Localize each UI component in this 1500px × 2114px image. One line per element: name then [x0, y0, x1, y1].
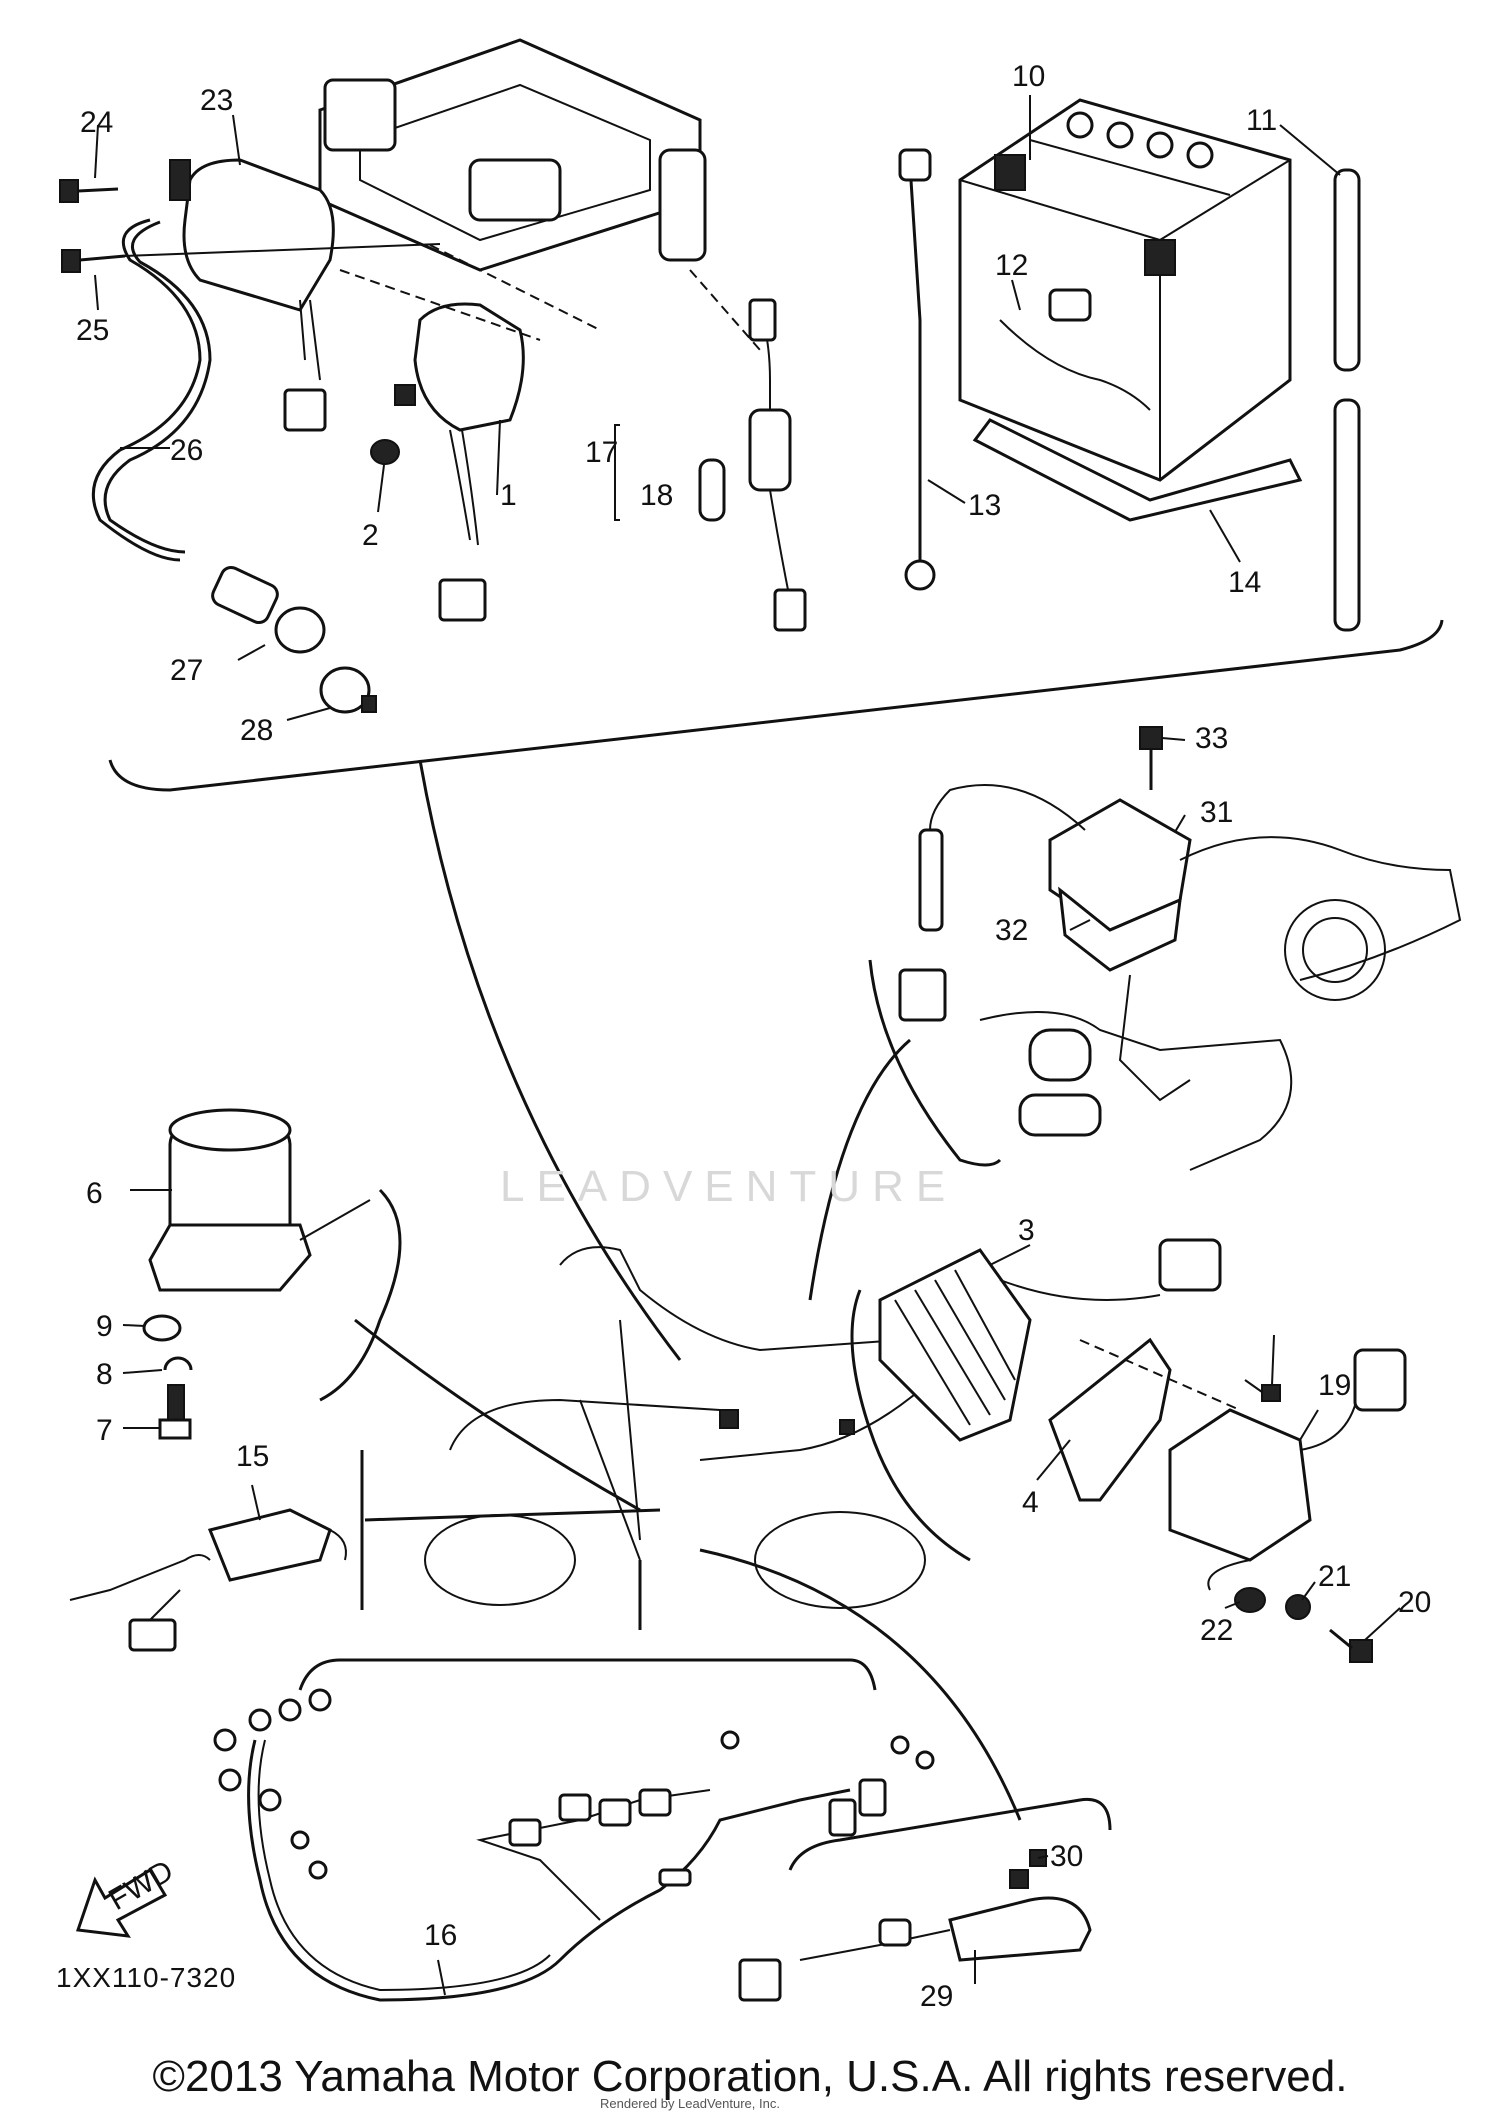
callout-27: 27: [170, 654, 203, 687]
battery-pad: [972, 418, 1303, 522]
rectifier-group-bracket: [850, 1289, 971, 1562]
fuse: [698, 458, 726, 522]
grommet: [370, 439, 400, 465]
rectifier-bracket: [1048, 1337, 1172, 1502]
callout-26: 26: [170, 434, 203, 467]
cdi-group-bracket: [868, 959, 1002, 1167]
callout-18: 18: [640, 479, 673, 512]
battery: [958, 98, 1292, 482]
forward-arrow-icon: [75, 1867, 168, 1938]
neutral-group-bracket: [788, 1797, 1112, 1871]
leader-main-switch: [364, 1508, 661, 1522]
callout-9: 9: [96, 1310, 113, 1343]
callout-7: 7: [96, 1414, 113, 1447]
bolt-33: [1139, 726, 1163, 790]
main-switch: [69, 1508, 347, 1652]
callout-30: 30: [1050, 1840, 1083, 1873]
watermark: LEADVENTURE: [500, 1162, 958, 1211]
bolt-25: [61, 249, 126, 273]
neutral-switch: [738, 1869, 1092, 2002]
render-note: Rendered by LeadVenture, Inc.: [600, 2096, 780, 2111]
fuse-holder: [748, 298, 807, 632]
starter-group-bracket: [319, 1188, 402, 1402]
leader-cdi: [808, 1038, 911, 1301]
leader-top-group: [418, 759, 682, 1361]
atv-outline: [424, 1246, 926, 1609]
callout-4: 4: [1022, 1486, 1039, 1519]
ignitor-unit: [1168, 1348, 1407, 1591]
callout-3: 3: [1018, 1214, 1035, 1247]
callout-11: 11: [1246, 104, 1277, 137]
leader-starter: [354, 1318, 641, 1512]
diagram-code: 1XX110-7320: [56, 1962, 237, 1993]
callout-15: 15: [236, 1440, 269, 1473]
starter-relay: [394, 302, 525, 622]
callout-23: 23: [200, 84, 233, 117]
callout-12: 12: [995, 249, 1028, 282]
callout-32: 32: [995, 914, 1028, 947]
bolt-24: [59, 179, 119, 203]
callout-numbers: 1 2 3 4 6 7 8 9 10 11 12 13 14 15 16 17 …: [76, 60, 1431, 2013]
callout-17: 17: [585, 436, 618, 469]
callout-20: 20: [1398, 1586, 1431, 1619]
callout-19: 19: [1318, 1369, 1351, 1402]
callout-29: 29: [920, 1980, 953, 2013]
nut-21: [1285, 1594, 1311, 1620]
callout-6: 6: [86, 1177, 103, 1210]
ignition-coil: [169, 158, 335, 432]
battery-box-illustration: [318, 38, 707, 272]
engine-outline-cdi: [979, 836, 1462, 1171]
callout-1: 1: [500, 479, 517, 512]
bolt-20: [1329, 1628, 1373, 1663]
callout-leaders: [94, 95, 1401, 1996]
starter-screw: [142, 1314, 193, 1440]
callout-13: 13: [968, 489, 1001, 522]
callout-21: 21: [1318, 1560, 1351, 1593]
callout-24: 24: [80, 106, 113, 139]
harness-group-bracket: [298, 1658, 877, 1691]
plug-boot: [319, 666, 377, 714]
callout-2: 2: [362, 519, 379, 552]
battery-breather-hose: [1333, 168, 1361, 632]
spark-plug-lead: [91, 218, 202, 562]
cdi-unit: [898, 784, 1192, 1102]
callout-25: 25: [76, 314, 109, 347]
rectifier-regulator: [878, 1238, 1222, 1442]
callout-22: 22: [1200, 1614, 1233, 1647]
top-group-bracket: [108, 619, 1444, 792]
callout-8: 8: [96, 1358, 113, 1391]
wire-harness: [213, 1688, 935, 2002]
callout-31: 31: [1200, 796, 1233, 829]
callout-28: 28: [240, 714, 273, 747]
copyright-notice: ©2013 Yamaha Motor Corporation, U.S.A. A…: [152, 2052, 1348, 2101]
plug-cap: [211, 565, 326, 654]
battery-cable: [898, 148, 936, 591]
washer-22: [1234, 1587, 1266, 1613]
bolt-5: [1244, 1379, 1281, 1402]
callout-33: 33: [1195, 722, 1228, 755]
leader-neutral: [699, 1548, 1022, 1821]
starter-motor: [148, 1108, 371, 1292]
callout-14: 14: [1228, 566, 1261, 599]
callout-16: 16: [424, 1919, 457, 1952]
callout-10: 10: [1012, 60, 1045, 93]
